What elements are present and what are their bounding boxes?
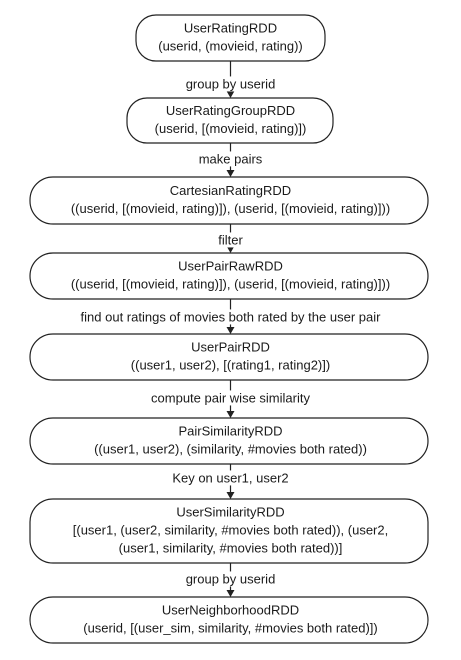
- node-schema-line: (userid, (movieid, rating)): [158, 38, 303, 53]
- node-title: PairSimilarityRDD: [178, 423, 282, 438]
- edge-label-background: [79, 309, 383, 325]
- node-schema-line: (userid, [(movieid, rating)]): [155, 121, 307, 136]
- arrow-head-icon: [226, 170, 235, 177]
- node-schema-line: (user1, similarity, #movies both rated))…: [119, 540, 343, 555]
- node-title: UserPairRawRDD: [178, 258, 283, 273]
- node-box: [29, 252, 429, 300]
- node-title: UserPairRDD: [191, 339, 270, 354]
- node-user-similarity-rdd: UserSimilarityRDD [(user1, (user2, simila…: [29, 498, 429, 564]
- edge-user-similarity-rdd-to-user-neighborhood-rdd: group by userid: [184, 563, 277, 597]
- node-title: UserSimilarityRDD: [176, 504, 284, 519]
- edge-user-rating-rdd-to-user-rating-group-rdd: group by userid: [184, 61, 277, 98]
- node-box: [29, 417, 429, 465]
- edge-label-background: [171, 470, 290, 486]
- arrow-head-icon: [226, 246, 235, 253]
- edge-label-background: [184, 571, 277, 587]
- node-title: CartesianRatingRDD: [170, 183, 291, 198]
- arrow-head-icon: [226, 590, 235, 597]
- edge-label: find out ratings of movies both rated by…: [81, 309, 382, 324]
- edge-user-pair-raw-rdd-to-user-pair-rdd: find out ratings of movies both rated by…: [79, 299, 383, 334]
- node-schema-line: (userid, [(user_sim, similarity, #movies…: [83, 620, 378, 635]
- nodes-layer: UserRatingRDD (userid, (movieid, rating))…: [29, 14, 429, 644]
- edge-label: group by userid: [186, 76, 276, 91]
- edge-label-background: [197, 151, 264, 167]
- node-cartesian-rating-rdd: CartesianRatingRDD ((userid, [(movieid, r…: [29, 176, 429, 225]
- node-box: [29, 176, 429, 225]
- edge-user-rating-group-rdd-to-cartesian-rating-rdd: make pairs: [197, 143, 264, 177]
- arrow-head-icon: [226, 327, 235, 334]
- node-box: [29, 333, 429, 381]
- node-pair-similarity-rdd: PairSimilarityRDD ((user1, user2), (simil…: [29, 417, 429, 465]
- arrow-head-icon: [226, 411, 235, 418]
- edge-cartesian-rating-rdd-to-user-pair-raw-rdd: filter: [217, 224, 245, 253]
- node-schema-line: [(user1, (user2, similarity, #movies bot…: [73, 522, 388, 537]
- node-schema-line: ((userid, [(movieid, rating)]), (userid,…: [71, 276, 390, 291]
- node-box: [29, 498, 429, 564]
- node-user-rating-group-rdd: UserRatingGroupRDD (userid, [(movieid, ra…: [126, 97, 334, 144]
- node-user-rating-rdd: UserRatingRDD (userid, (movieid, rating)): [135, 14, 326, 62]
- node-schema-line: ((user1, user2), [(rating1, rating2)]): [131, 357, 330, 372]
- arrow-head-icon: [226, 91, 235, 98]
- edge-label: compute pair wise similarity: [151, 390, 310, 405]
- edge-label: make pairs: [199, 151, 263, 166]
- node-box: [29, 596, 429, 644]
- edge-label-background: [150, 390, 312, 406]
- arrow-head-icon: [226, 492, 235, 499]
- node-title: UserNeighborhoodRDD: [162, 602, 299, 617]
- node-title: UserRatingRDD: [184, 20, 277, 35]
- edge-label-background: [184, 76, 277, 92]
- node-schema-line: ((userid, [(movieid, rating)]), (userid,…: [71, 201, 390, 216]
- node-box: [126, 97, 334, 144]
- edge-label: Key on user1, user2: [172, 470, 288, 485]
- edge-user-pair-rdd-to-pair-similarity-rdd: compute pair wise similarity: [150, 380, 312, 418]
- node-box: [135, 14, 326, 62]
- edge-label: filter: [218, 232, 243, 247]
- edge-label: group by userid: [186, 571, 276, 586]
- edge-pair-similarity-rdd-to-user-similarity-rdd: Key on user1, user2: [171, 464, 290, 499]
- node-user-pair-raw-rdd: UserPairRawRDD ((userid, [(movieid, ratin…: [29, 252, 429, 300]
- node-user-neighborhood-rdd: UserNeighborhoodRDD (userid, [(user_sim, …: [29, 596, 429, 644]
- node-schema-line: ((user1, user2), (similarity, #movies bo…: [94, 441, 367, 456]
- node-title: UserRatingGroupRDD: [166, 103, 295, 118]
- node-user-pair-rdd: UserPairRDD ((user1, user2), [(rating1, r…: [29, 333, 429, 381]
- edges-layer: group by userid make pairs filter find out …: [79, 61, 383, 597]
- edge-label-background: [217, 232, 245, 248]
